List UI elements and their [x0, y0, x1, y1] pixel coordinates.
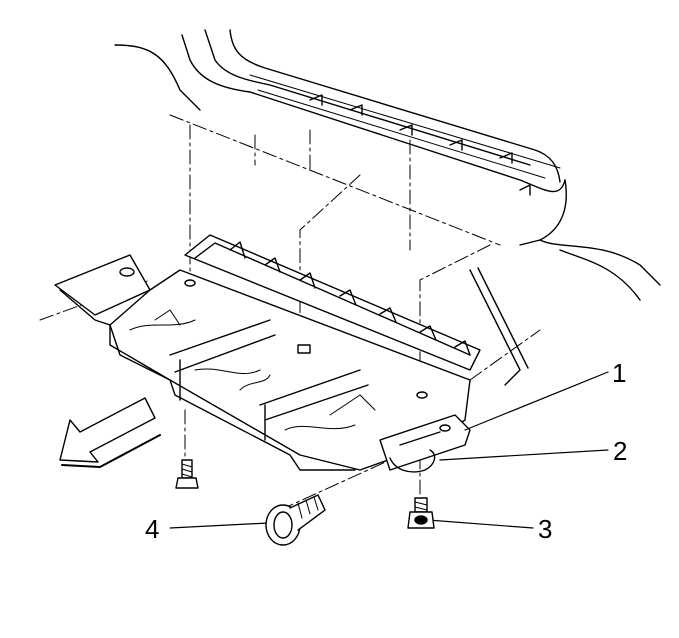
brace-rods — [469, 267, 529, 386]
vehicle-body-outline — [114, 29, 661, 301]
direction-arrow-icon — [59, 397, 161, 468]
right-side-plate — [379, 414, 471, 473]
bolt-icon — [407, 497, 435, 529]
leader-lines — [169, 371, 609, 529]
callout-4: 4 — [145, 514, 160, 544]
callout-1: 1 — [612, 358, 627, 388]
bolt-icon — [175, 459, 199, 489]
callout-3: 3 — [538, 514, 553, 544]
push-pin-retainer-icon — [265, 494, 326, 546]
shield-top-rail — [184, 234, 481, 371]
callout-2: 2 — [613, 436, 628, 466]
